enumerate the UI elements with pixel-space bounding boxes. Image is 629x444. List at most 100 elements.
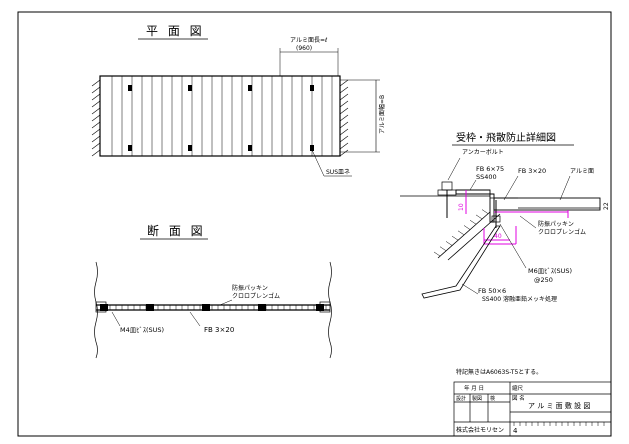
wall-hatch — [433, 209, 489, 257]
fb3-label: FB 50×6 — [478, 287, 506, 295]
span-label: アルミ面長=ℓ — [290, 37, 327, 44]
hatch-line — [339, 107, 349, 115]
anchor-leader — [447, 157, 461, 181]
width-label: アルミ面幅=B — [378, 95, 386, 134]
alu-leader — [559, 175, 571, 201]
hanger-bar — [421, 225, 501, 299]
section-bolts — [100, 304, 324, 311]
wall-hatch-line — [433, 251, 441, 257]
hatch-line — [339, 79, 349, 87]
hatch-line — [339, 93, 349, 101]
plan-view: 平 面 図 アルミ面長=ℓ (960) アルミ面幅=B SUS皿ネ — [91, 24, 386, 177]
hatch-left — [91, 79, 101, 157]
fb1-leader — [469, 179, 477, 191]
wall-hatch-line — [463, 225, 471, 230]
hatch-line — [91, 86, 101, 94]
hatch-line — [339, 128, 349, 136]
section-bolt — [202, 304, 210, 311]
fb1-material: SS400 — [476, 173, 497, 181]
alu-panel — [493, 197, 601, 211]
screw-marks — [128, 85, 314, 151]
wall-hatch-line — [457, 230, 465, 236]
section-bolt — [316, 304, 324, 311]
alu-label: アルミ面 — [570, 168, 594, 175]
bolt-leader — [111, 311, 121, 327]
wall-incline-1 — [437, 211, 491, 259]
fb2-leader — [503, 175, 519, 201]
detail-view: 受枠・飛散防止詳細図 アンカーボルト FB 6×75 SS400 FB 3×20… — [400, 131, 610, 303]
fb2-label: FB 3×20 — [518, 167, 546, 175]
wall-hatch-line — [469, 219, 477, 225]
right-wall-break — [328, 261, 332, 359]
hatch-right — [339, 79, 349, 157]
hatch-line — [91, 79, 101, 87]
detail-packing-leader — [519, 215, 537, 229]
wall-hatch-line — [445, 241, 453, 246]
section-ribs — [103, 305, 327, 310]
hatch-line — [339, 100, 349, 108]
hatch-line — [91, 107, 101, 115]
tb-sheet-no: 4 — [513, 427, 518, 435]
screw-mark — [188, 145, 192, 151]
section-bolt-label: M4皿ﾋﾞｽ(SUS) — [120, 326, 164, 334]
wall-hatch-line — [481, 209, 489, 214]
hatch-line — [91, 100, 101, 108]
hatch-line — [91, 121, 101, 129]
fb3-material: SS400 溶融亜鉛メッキ処理 — [482, 295, 557, 303]
plan-view-title: 平 面 図 — [146, 24, 205, 38]
dim-40: 40 — [494, 233, 502, 240]
hatch-line — [91, 149, 101, 157]
tb-company: 株式会社モリセン — [456, 426, 504, 434]
m6-label: M6皿ﾋﾞｽ(SUS) — [528, 267, 572, 275]
packing-leader — [219, 299, 233, 306]
hatch-line — [339, 114, 349, 122]
screw-mark — [188, 85, 192, 91]
section-packing-label-2: クロロプレンゴム — [232, 292, 280, 300]
grating-slats — [111, 76, 333, 156]
screw-mark — [310, 85, 314, 91]
section-bolt — [146, 304, 154, 311]
anchor-nut — [441, 181, 453, 191]
tb-date-label: 年 月 日 — [464, 384, 484, 392]
title-block-scale-ticks — [513, 422, 605, 426]
tb-scale-label: 縮尺 — [512, 384, 524, 392]
hatch-line — [91, 142, 101, 150]
hatch-line — [91, 114, 101, 122]
section-bolt — [258, 304, 266, 311]
fb-leader — [189, 311, 201, 327]
detail-packing-label-1: 防振パッキン — [538, 220, 574, 228]
tb-row2-c: 検 — [490, 395, 495, 402]
sheet-border — [17, 11, 612, 437]
span-value: (960) — [296, 45, 312, 52]
section-view: 断 面 図 防振パッキン クロロプレンゴム M4皿ﾋﾞｽ(SUS) FB 3×2… — [94, 223, 332, 359]
screw-leader — [311, 149, 325, 177]
screw-mark — [128, 85, 132, 91]
grating-plan-outline — [99, 75, 341, 157]
m6-nut — [491, 215, 501, 223]
tb-drawing-label: 図 名 — [512, 394, 525, 402]
screw-mark — [248, 145, 252, 151]
m6-leader — [499, 223, 527, 269]
hatch-line — [339, 149, 349, 157]
hatch-line — [91, 128, 101, 136]
screw-label: SUS皿ネ — [326, 169, 350, 176]
fb3-leader — [461, 283, 479, 295]
hatch-line — [339, 121, 349, 129]
hatch-line — [91, 93, 101, 101]
wall-hatch-line — [475, 214, 483, 220]
section-fb-label: FB 3×20 — [204, 326, 234, 334]
dimension-marks — [465, 190, 569, 245]
screw-mark — [128, 145, 132, 151]
dim-22: 22 — [603, 202, 610, 210]
spec-note: 特記無きはA6063S-T5とする。 — [456, 368, 542, 376]
tb-row2-a: 設計 — [456, 395, 466, 402]
screw-mark — [248, 85, 252, 91]
section-view-title: 断 面 図 — [147, 223, 206, 238]
tb-row2-b: 製図 — [472, 395, 482, 402]
anchor-label: アンカーボルト — [462, 148, 504, 156]
hatch-line — [91, 135, 101, 143]
wall-hatch-line — [451, 235, 459, 241]
screw-mark — [310, 145, 314, 151]
hatch-line — [339, 142, 349, 150]
